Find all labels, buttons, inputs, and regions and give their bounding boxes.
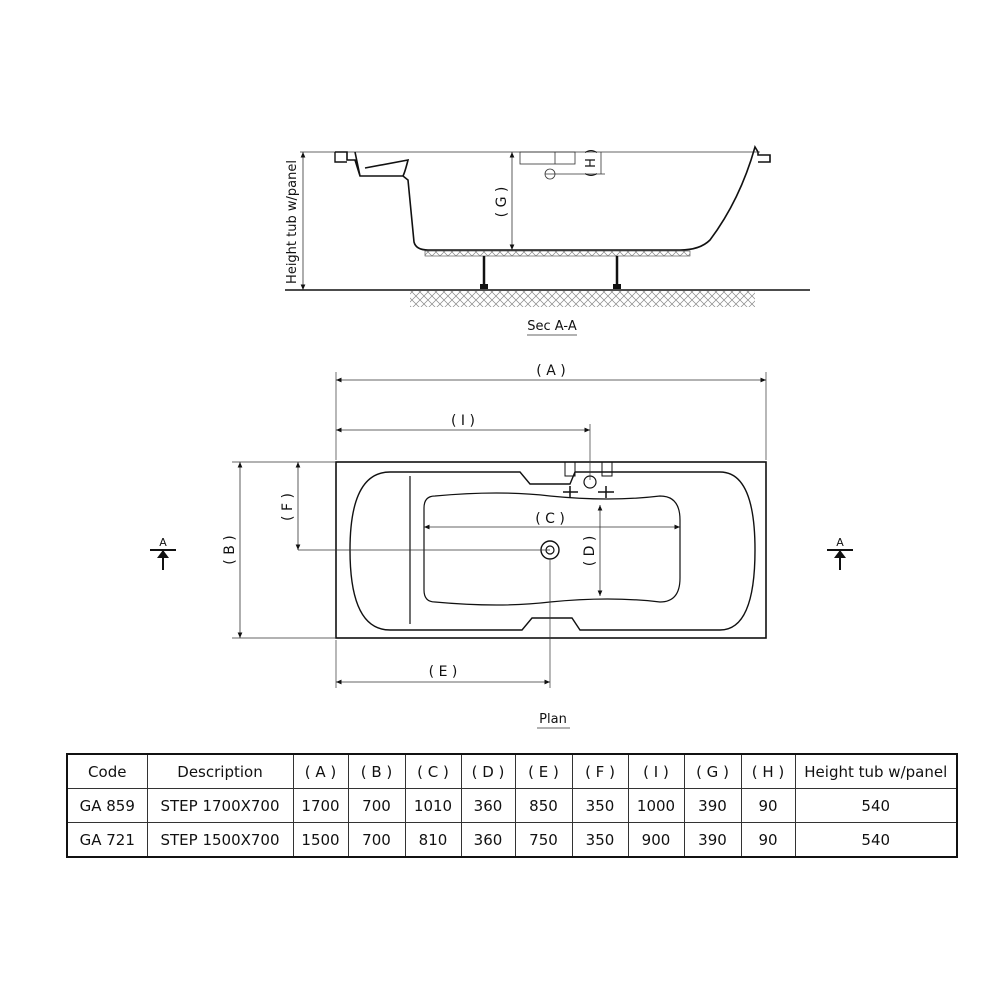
cell: GA 721	[66, 822, 148, 858]
cell: 700	[347, 822, 406, 858]
header-h: ( H )	[740, 753, 796, 789]
table-header-row: Code Description ( A ) ( B ) ( C ) ( D )…	[66, 753, 958, 789]
header-e: ( E )	[514, 753, 573, 789]
section-title: Sec A-A	[527, 319, 577, 334]
cell: 810	[404, 822, 462, 858]
cell: 360	[460, 822, 516, 858]
table-row: GA 721 STEP 1500X700 1500 700 810 360 75…	[66, 822, 958, 858]
height-tub-label: Height tub w/panel	[285, 160, 300, 284]
cell: 540	[794, 822, 958, 858]
cell: 90	[740, 822, 796, 858]
cell: 350	[571, 822, 629, 858]
header-code: Code	[66, 753, 148, 789]
header-d: ( D )	[460, 753, 516, 789]
header-b: ( B )	[347, 753, 406, 789]
cell: 1700	[292, 788, 349, 823]
plan-view: ( A ) ( I ) ( B ) ( F ) ( C ) ( D ) ( E …	[150, 363, 853, 729]
cell: GA 859	[66, 788, 148, 823]
cell: 90	[740, 788, 796, 823]
header-description: Description	[146, 753, 294, 789]
tub-profile	[335, 145, 771, 251]
e-dimension-label: ( E )	[429, 664, 458, 680]
cell: 350	[571, 788, 629, 823]
section-marker-left: A	[150, 536, 176, 570]
tub-legs	[480, 256, 621, 289]
header-f: ( F )	[571, 753, 629, 789]
dimensions-table: Code Description ( A ) ( B ) ( C ) ( D )…	[66, 753, 958, 858]
c-dimension-label: ( C )	[535, 511, 565, 527]
f-dimension-label: ( F )	[280, 493, 296, 521]
cell: 1500	[292, 822, 349, 858]
section-view: Height tub w/panel ( G ) ( H ) Sec A-A	[285, 145, 810, 336]
floor-hatch	[410, 291, 755, 307]
header-a: ( A )	[292, 753, 349, 789]
header-height: Height tub w/panel	[794, 753, 958, 789]
a-dimension-label: ( A )	[536, 363, 565, 379]
table-row: GA 859 STEP 1700X700 1700 700 1010 360 8…	[66, 788, 958, 823]
cell: 900	[627, 822, 685, 858]
svg-text:A: A	[836, 536, 844, 549]
g-dimension-label: ( G )	[494, 187, 510, 218]
i-dimension-label: ( I )	[451, 413, 475, 429]
cell: STEP 1700X700	[146, 788, 294, 823]
header-i: ( I )	[627, 753, 685, 789]
cell: 1010	[404, 788, 462, 823]
header-g: ( G )	[683, 753, 742, 789]
cell: 360	[460, 788, 516, 823]
cell: 750	[514, 822, 573, 858]
svg-text:A: A	[159, 536, 167, 549]
cell: 1000	[627, 788, 685, 823]
cell: 540	[794, 788, 958, 823]
b-dimension-label: ( B )	[222, 535, 238, 564]
plan-title: Plan	[539, 712, 567, 727]
header-c: ( C )	[404, 753, 462, 789]
cell: STEP 1500X700	[146, 822, 294, 858]
faucet-icon	[563, 461, 614, 498]
cell: 850	[514, 788, 573, 823]
tub-basin	[423, 492, 681, 606]
cell: 700	[347, 788, 406, 823]
cell: 390	[683, 822, 742, 858]
h-dimension-label: ( H )	[584, 149, 599, 177]
d-dimension-label: ( D )	[582, 536, 598, 567]
section-marker-right: A	[827, 536, 853, 570]
tub-rim-inner	[349, 471, 756, 631]
cell: 390	[683, 788, 742, 823]
